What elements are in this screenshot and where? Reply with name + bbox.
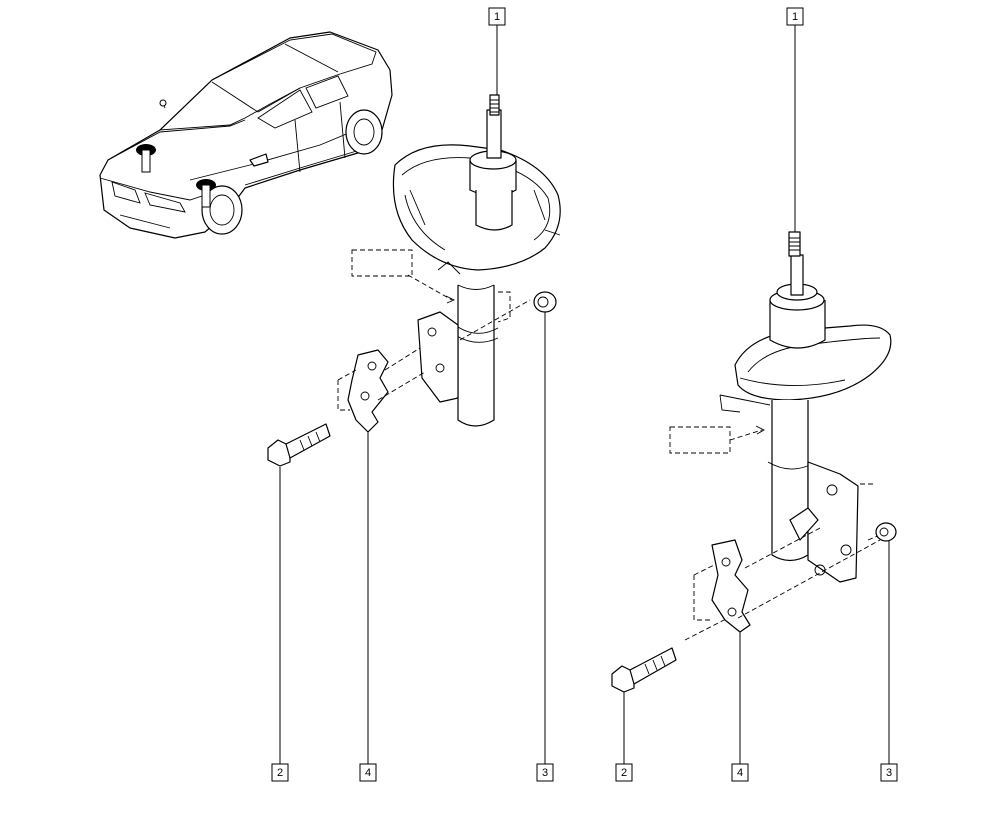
callout-right-strut: 1 [786,7,804,26]
callout-label: 4 [737,767,743,779]
callout-right-washer: 3 [880,763,898,782]
car-overview-illustration [99,31,393,239]
callout-label: 4 [365,767,371,779]
callout-label: 3 [542,767,548,779]
callout-left-bolt: 2 [271,763,289,782]
bolt-left [267,423,331,467]
callout-label: 2 [621,767,627,779]
strut-location-marker-left [136,144,156,173]
strut-assembly-right [611,231,897,693]
leader-lines [279,25,890,764]
callout-left-strut: 1 [488,7,506,26]
strut-location-marker-right [196,179,216,208]
strut-assembly-left [267,94,561,467]
washer-right [875,522,897,542]
callout-left-washer: 3 [536,763,554,782]
callout-label: 1 [792,11,798,23]
callout-label: 3 [886,767,892,779]
washer-left [533,291,557,313]
callout-right-plate: 4 [731,763,749,782]
bolt-right [611,647,677,693]
callout-label: 2 [277,767,283,779]
callout-right-bolt: 2 [615,763,633,782]
callout-left-plate: 4 [359,763,377,782]
callout-label: 1 [494,11,500,23]
